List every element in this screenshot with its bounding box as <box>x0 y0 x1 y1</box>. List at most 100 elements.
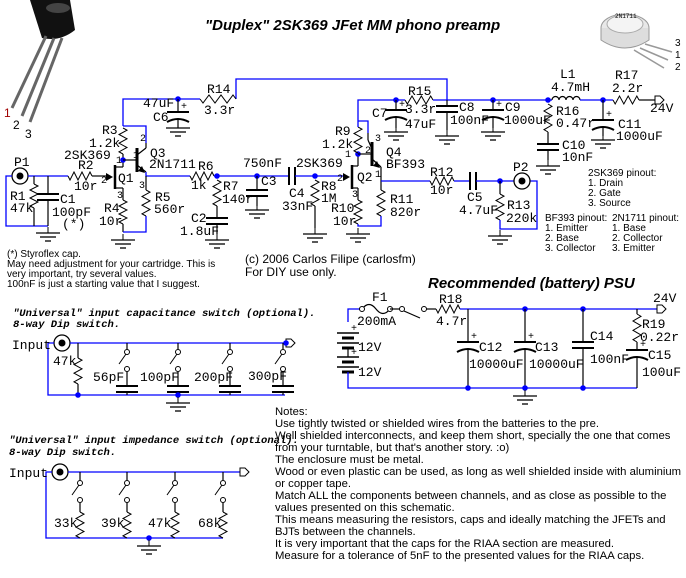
component-label: 10r <box>430 183 453 198</box>
to92-pin-label: 1 <box>4 106 11 120</box>
component-label: R10 <box>331 201 354 216</box>
junction-dot <box>545 97 551 103</box>
plus-sign: + <box>399 100 405 111</box>
ground-icon <box>488 230 512 245</box>
electrolytic-capacitor-symbol: + <box>384 100 408 121</box>
component-label: R13 <box>507 198 530 213</box>
component-label: C3 <box>261 174 277 189</box>
component-label: 1000uF <box>616 129 663 144</box>
cap-curved-plate <box>481 116 505 121</box>
to92-pin-label: 2 <box>13 118 20 132</box>
ground-icon <box>536 160 560 175</box>
pin-number: 2 <box>101 176 107 187</box>
junction-dot <box>75 392 81 398</box>
resistor-symbol <box>435 303 461 315</box>
component-label: 1.2k <box>322 137 353 152</box>
resistor-symbol <box>375 189 387 217</box>
to39-pin-label: 1 <box>675 50 681 61</box>
pinout-title: 2N1711 pinout: <box>612 213 679 224</box>
plus-sign: + <box>640 340 646 351</box>
plus-sign: + <box>351 324 357 335</box>
component-label: 100pF <box>52 205 91 220</box>
electrolytic-capacitor-symbol: + <box>456 332 480 353</box>
switch-lever <box>71 484 80 496</box>
output-arrow-icon <box>239 467 250 477</box>
switch-contact <box>220 480 226 486</box>
footnote-line: very important, try several values. <box>7 269 157 280</box>
resistor-symbol <box>121 511 133 539</box>
junction-dot <box>580 385 586 391</box>
ground-icon <box>591 134 615 149</box>
component-label: Q3 <box>150 146 166 161</box>
to39-transistor-picture: 2N1711 3 1 2 <box>600 13 681 73</box>
note-line: It is very important that the caps for t… <box>275 538 614 550</box>
electrolytic-capacitor-symbol: + <box>481 100 505 121</box>
wire <box>122 98 200 126</box>
component-label: F1 <box>372 290 388 305</box>
ground-icon <box>137 540 161 555</box>
resistor-symbol <box>211 179 223 207</box>
component-label: 1.2k <box>89 136 120 151</box>
component-label: C6 <box>153 110 169 125</box>
jack-pin <box>58 339 66 347</box>
component-label: R15 <box>408 84 431 99</box>
switch-contact <box>124 497 130 503</box>
bjt-collector <box>136 147 147 156</box>
note-line: Measure for a tolerance of 5nF to the pr… <box>275 550 644 562</box>
component-label: L1 <box>560 67 576 82</box>
switch-contact <box>77 480 83 486</box>
component-label: 300pF <box>248 369 287 384</box>
component-label: R14 <box>207 82 231 97</box>
ground-icon <box>245 204 269 219</box>
resistor-symbol <box>494 193 506 221</box>
dip-switch-icon <box>118 349 130 372</box>
component-label: 56pF <box>93 370 124 385</box>
resistor-symbol <box>352 199 364 225</box>
plus-sign: + <box>351 348 357 359</box>
component-label: 1M <box>321 191 337 206</box>
component-label: (*) <box>62 217 85 232</box>
component-label: 560r <box>154 202 185 217</box>
resistor-symbol <box>632 313 642 343</box>
plus-sign: + <box>606 110 612 121</box>
resistor-symbol <box>404 95 434 105</box>
component-label: 750nF <box>243 156 282 171</box>
switch-lever <box>118 353 127 365</box>
component-lead <box>403 310 421 319</box>
switch-contact <box>399 306 405 312</box>
note-line: This means measuring the resistors, caps… <box>275 514 666 526</box>
note-line: Well shielded interconnects, and keep th… <box>275 430 671 442</box>
switch-contact <box>227 366 233 372</box>
component-label: 0.22r <box>640 330 679 345</box>
component-label: P2 <box>513 160 529 175</box>
electrolytic-capacitor-symbol: + <box>513 332 537 353</box>
gate-arrow <box>343 173 350 181</box>
component-label: C1 <box>60 192 76 207</box>
resistor-symbol <box>217 511 229 539</box>
wire <box>5 175 48 227</box>
component-label: 10000uF <box>469 357 524 372</box>
pinout-title: BF393 pinout: <box>545 213 607 224</box>
component-label: 39k <box>101 516 125 531</box>
dip-switch-icon <box>169 349 181 372</box>
component-label: R17 <box>615 68 638 83</box>
component-label: 0.47r <box>556 116 595 131</box>
component-label: 100uF <box>642 365 681 380</box>
cap-curved-plate <box>384 116 408 121</box>
pin-number: 3 <box>117 191 123 202</box>
bjt-collector <box>367 139 373 150</box>
component-label: C4 <box>289 186 305 201</box>
to92-pin-label: 3 <box>25 127 32 141</box>
component-label: 2SK369 <box>64 148 111 163</box>
component-label: 220k <box>506 211 537 226</box>
ground-icon <box>346 228 370 243</box>
rca-jack-icon <box>513 172 531 190</box>
pinout-line: 1. Drain <box>588 178 623 189</box>
component-label: 47k <box>10 201 34 216</box>
switch-lever <box>118 484 127 496</box>
dip-switch-icon <box>221 349 233 372</box>
dip-switch-icon <box>71 480 83 503</box>
component-label: 47uF <box>143 96 174 111</box>
schematic-title: "Duplex" 2SK369 JFet MM phono preamp <box>205 17 500 34</box>
